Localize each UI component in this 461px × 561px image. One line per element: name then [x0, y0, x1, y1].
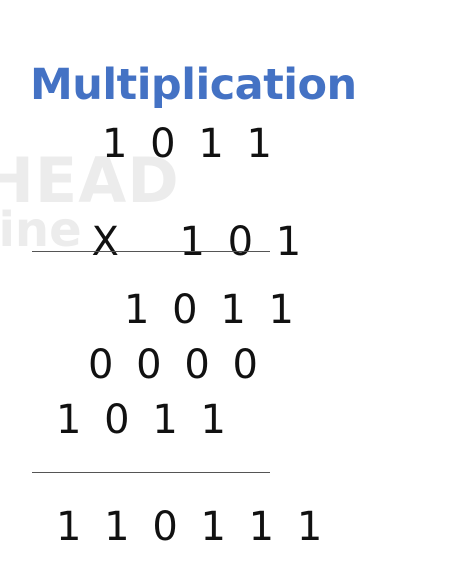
watermark-line-1: HEAD	[0, 144, 180, 217]
multiplier: 1 0 1	[179, 219, 307, 265]
partial-product-1: 1 0 1 1	[124, 287, 299, 333]
product-result: 1 1 0 1 1 1	[56, 504, 328, 550]
page-title: Multiplication	[30, 60, 357, 110]
watermark-logo: HEAD line	[0, 144, 180, 258]
divider-line-bottom	[32, 472, 270, 473]
multiplicand: 1 0 1 1	[102, 121, 277, 167]
partial-product-2: 0 0 0 0	[88, 342, 263, 388]
watermark-line-2: line	[0, 202, 82, 258]
divider-line-top	[32, 251, 270, 252]
partial-product-3: 1 0 1 1	[56, 397, 231, 443]
multiplier-row: X 1 0 1	[56, 182, 306, 262]
multiply-sign: X	[91, 219, 124, 265]
